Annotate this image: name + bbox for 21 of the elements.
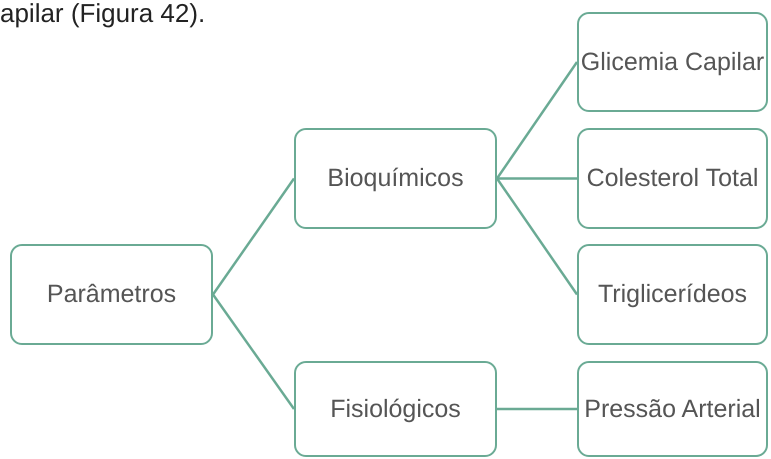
- node-label: Fisiológicos: [330, 394, 461, 425]
- rounded-box: [577, 361, 768, 457]
- connector-line: [496, 61, 578, 180]
- rounded-box: [577, 128, 768, 229]
- node-label: Triglicerídeos: [598, 279, 748, 310]
- node-label: Pressão Arterial: [584, 394, 761, 425]
- node-label: Parâmetros: [46, 279, 176, 310]
- rounded-box: [577, 12, 768, 112]
- node-label: Bioquímicos: [327, 163, 464, 194]
- connector-line: [497, 408, 577, 410]
- rounded-box: [10, 244, 213, 345]
- body-text: apilar (Figura 42).: [0, 0, 206, 29]
- rounded-box: [577, 244, 768, 345]
- connector-line: [212, 294, 296, 410]
- connector-line: [497, 177, 577, 180]
- connector-line: [496, 178, 578, 296]
- connector-line: [212, 178, 296, 296]
- rounded-box: [294, 128, 497, 229]
- node-label: Glicemia Capilar: [580, 46, 764, 78]
- rounded-box: [294, 361, 497, 457]
- node-label: Colesterol Total: [586, 163, 758, 194]
